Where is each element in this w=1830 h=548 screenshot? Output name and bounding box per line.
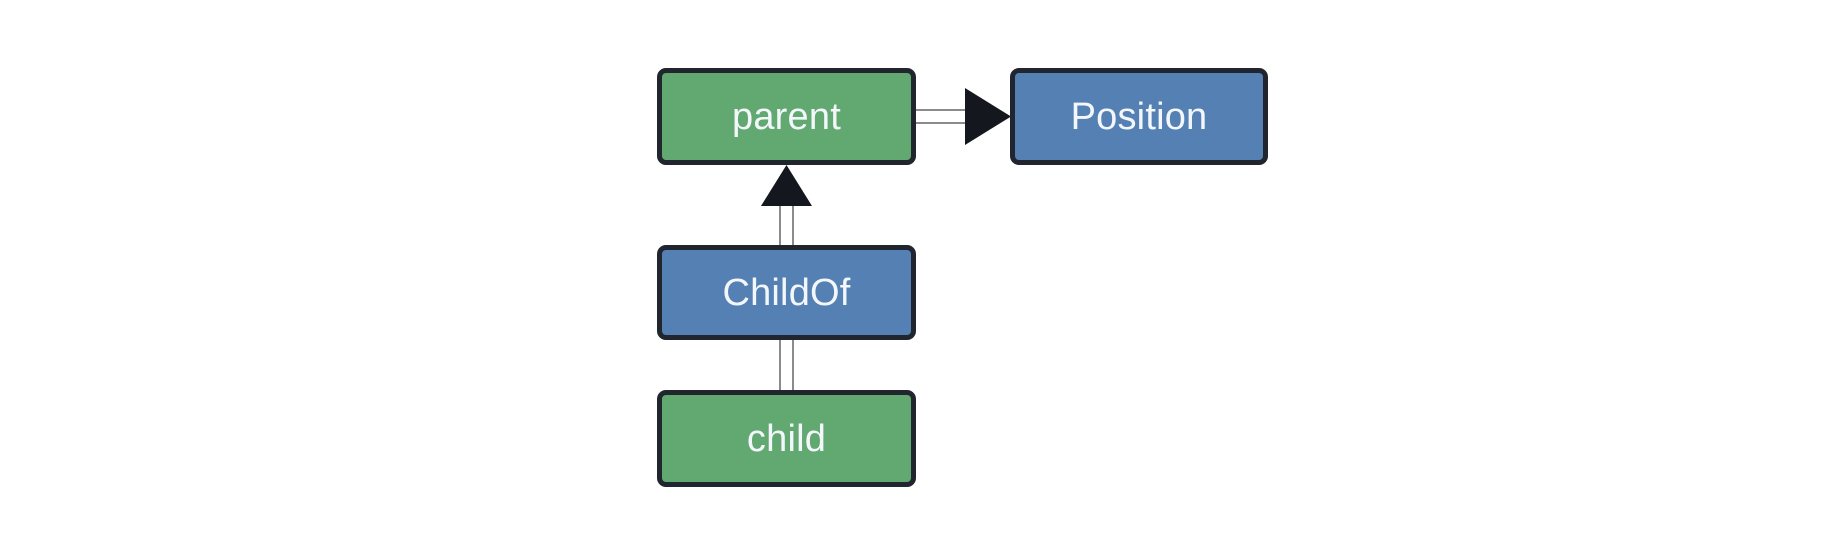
node-childof[interactable]: ChildOf xyxy=(657,245,916,340)
edge-child-to-childof xyxy=(779,336,794,394)
edge-child-to-childof-shaft xyxy=(779,336,794,394)
node-position-label: Position xyxy=(1070,95,1208,138)
node-position[interactable]: Position xyxy=(1010,68,1268,165)
edge-childof-to-parent xyxy=(761,165,812,247)
edge-childof-to-parent-shaft xyxy=(779,199,794,247)
edge-parent-to-position-arrowhead xyxy=(965,88,1011,145)
node-parent[interactable]: parent xyxy=(657,68,916,165)
node-child-label: child xyxy=(746,417,827,460)
edge-parent-to-position xyxy=(913,88,1011,145)
node-child[interactable]: child xyxy=(657,390,916,487)
edge-childof-to-parent-arrowhead xyxy=(761,165,812,206)
node-parent-label: parent xyxy=(732,95,841,138)
node-childof-label: ChildOf xyxy=(722,271,851,314)
edge-parent-to-position-shaft xyxy=(913,109,973,124)
